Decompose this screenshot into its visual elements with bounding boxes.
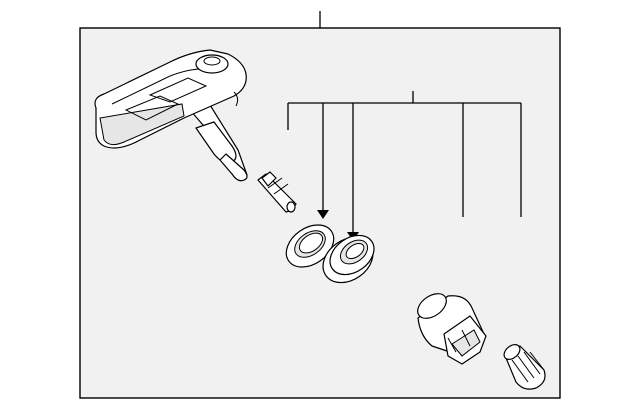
hex-nut-icon (417, 293, 487, 365)
valve-core-icon (257, 171, 297, 213)
washer-icon (285, 224, 335, 268)
arrowhead-washer (317, 210, 329, 219)
tpms-sensor-icon (94, 49, 248, 182)
grommet-icon (322, 234, 375, 284)
valve-cap-icon (503, 344, 546, 390)
